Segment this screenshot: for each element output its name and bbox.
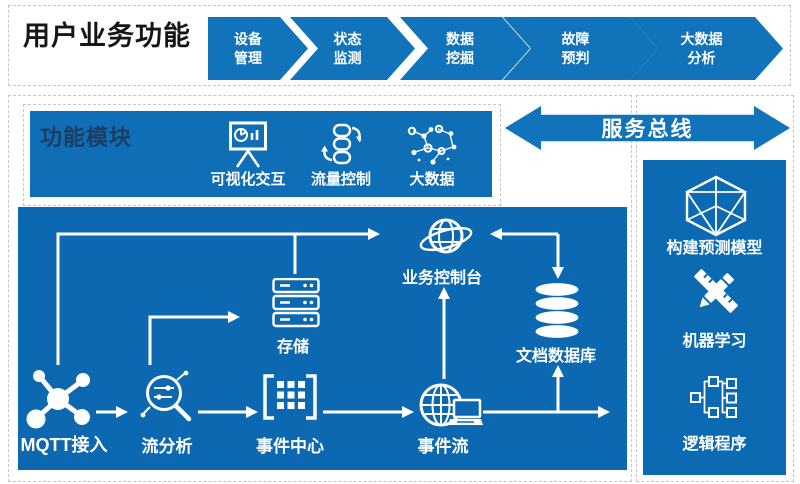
mqtt-icon [20,363,96,435]
pipeline-connectors [56,228,610,418]
left-container [8,95,632,482]
pipeline-box: MQTT接入 流分析 事件中心 [18,207,627,470]
function-modules-outline [23,104,501,206]
stream-analysis-icon [139,370,197,426]
right-panel-label-ml: 机器学习 [682,333,747,350]
step-label: 设备 管理 [234,31,262,66]
right-panel-box: 构建预测模型 机器学习 [643,160,786,475]
prediction-model-icon [682,175,750,237]
function-modules-box: 功能模块 可视化交互 流量控制 [30,111,492,197]
node-label-stream-analysis: 流分析 [141,437,193,456]
node-label-mqtt: MQTT接入 [20,435,108,455]
logic-program-icon [690,375,740,421]
node-label-console: 业务控制台 [401,270,482,287]
service-bus-label: 服务总线 [601,118,694,141]
right-panel-label-prediction: 构建预测模型 [666,240,763,257]
step-label: 大数据 分析 [680,31,723,66]
storage-icon [272,278,320,328]
node-label-storage: 存储 [276,339,309,356]
flow-control-icon [321,123,361,169]
function-modules-title: 功能模块 [40,125,133,150]
event-center-icon [261,373,319,423]
node-label-event-stream: 事件流 [417,437,469,456]
module-label: 可视化交互 [210,171,286,188]
machine-learning-icon [688,263,744,319]
step-label: 数据 挖掘 [446,31,474,66]
presentation-icon [227,120,269,170]
step-label: 故障 预判 [561,31,590,66]
step-label: 状态 监测 [333,31,362,66]
event-stream-icon [417,381,483,433]
module-label: 大数据 [409,171,455,188]
node-label-doc-db: 文档数据库 [515,348,596,365]
top-banner: 用户业务功能 [8,5,791,86]
page-title: 用户业务功能 [23,21,191,51]
database-icon [534,282,580,340]
right-panel-label-logic: 逻辑程序 [682,436,747,453]
node-label-event-center: 事件中心 [256,437,324,456]
module-label: 流量控制 [310,171,371,188]
big-data-icon [405,123,459,167]
right-container [636,95,794,482]
console-icon [419,215,473,263]
